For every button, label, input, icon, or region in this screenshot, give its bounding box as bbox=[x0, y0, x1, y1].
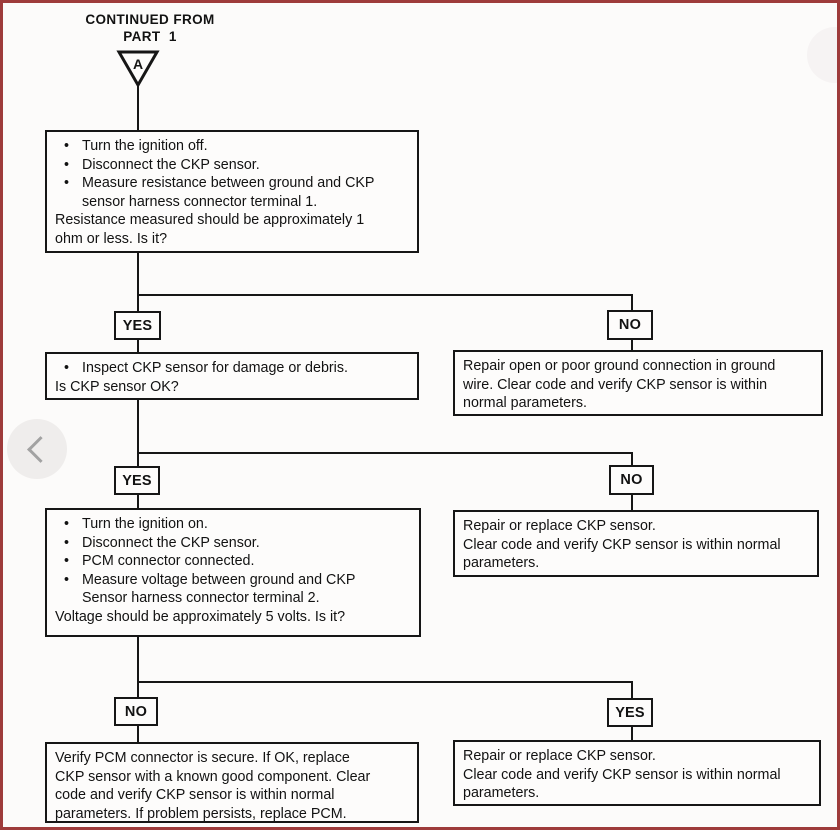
connector-a-triangle-icon: A bbox=[116, 50, 160, 89]
step1-box: • Turn the ignition off. • Disconnect th… bbox=[45, 130, 419, 253]
previous-page-button[interactable] bbox=[7, 419, 67, 479]
flow-line bbox=[137, 252, 139, 296]
step3-bullet3: • PCM connector connected. bbox=[55, 552, 411, 571]
step1-bullet1-text: Turn the ignition off. bbox=[82, 138, 208, 154]
step2-bullet1-text: Inspect CKP sensor for damage or debris. bbox=[82, 360, 348, 376]
flow-line bbox=[631, 681, 633, 700]
bullet-dot: • bbox=[64, 360, 70, 376]
step3-bullet2-text: Disconnect the CKP sensor. bbox=[82, 534, 260, 551]
bullet-dot: • bbox=[64, 175, 70, 192]
flow-line bbox=[631, 452, 633, 467]
flow-line bbox=[137, 294, 633, 296]
next-page-button-faded bbox=[807, 27, 837, 83]
decision-yes-2: YES bbox=[114, 466, 160, 495]
step3-bullet3-text: PCM connector connected. bbox=[82, 553, 255, 570]
bullet-dot: • bbox=[64, 553, 70, 570]
flow-line bbox=[137, 338, 139, 354]
flow-line bbox=[631, 294, 633, 312]
step3-bullet4: • Measure voltage between ground and CKP… bbox=[55, 571, 411, 608]
continued-from-label: CONTINUED FROM PART 1 bbox=[61, 11, 239, 45]
flow-line bbox=[137, 452, 139, 468]
step3-box: • Turn the ignition on. • Disconnect the… bbox=[45, 508, 421, 637]
flow-line bbox=[137, 83, 139, 131]
flow-line bbox=[631, 493, 633, 511]
chevron-left-icon bbox=[27, 435, 54, 463]
bullet-dot: • bbox=[64, 156, 70, 173]
step1-bullet2: • Disconnect the CKP sensor. bbox=[55, 156, 409, 175]
decision-no-2: NO bbox=[609, 465, 654, 495]
flow-line bbox=[137, 399, 139, 454]
result-no1-box: Repair open or poor ground connection in… bbox=[453, 350, 823, 416]
bullet-dot: • bbox=[64, 534, 70, 551]
step1-question: Resistance measured should be approximat… bbox=[55, 212, 365, 247]
continued-from-line2: PART 1 bbox=[123, 29, 177, 44]
step3-bullet4-text: Measure voltage between ground and CKP S… bbox=[82, 571, 356, 607]
step3-bullet1: • Turn the ignition on. bbox=[55, 515, 411, 534]
decision-no-1: NO bbox=[607, 310, 653, 340]
result-final-yes-box: Repair or replace CKP sensor. Clear code… bbox=[453, 740, 821, 806]
step2-question: Is CKP sensor OK? bbox=[55, 378, 179, 395]
decision-yes-1: YES bbox=[114, 311, 161, 340]
flow-line bbox=[137, 493, 139, 509]
flow-line bbox=[137, 452, 633, 454]
connector-a-label: A bbox=[133, 56, 143, 72]
step3-bullet2: • Disconnect the CKP sensor. bbox=[55, 534, 411, 553]
flow-line bbox=[137, 681, 139, 698]
decision-yes-3: YES bbox=[607, 698, 653, 727]
step2-box: • Inspect CKP sensor for damage or debri… bbox=[45, 352, 419, 400]
step1-bullet2-text: Disconnect the CKP sensor. bbox=[82, 156, 260, 173]
step1-bullet3-text: Measure resistance between ground and CK… bbox=[82, 175, 375, 210]
step1-bullet1: • Turn the ignition off. bbox=[55, 137, 409, 156]
step3-bullet1-text: Turn the ignition on. bbox=[82, 516, 208, 532]
step1-bullet3: • Measure resistance between ground and … bbox=[55, 174, 409, 211]
flow-line bbox=[631, 338, 633, 352]
decision-no-3: NO bbox=[114, 697, 158, 726]
flow-line bbox=[137, 294, 139, 312]
step3-question: Voltage should be approximately 5 volts.… bbox=[55, 608, 346, 625]
bullet-dot: • bbox=[64, 571, 70, 588]
bullet-dot: • bbox=[64, 138, 70, 154]
connector-a: A bbox=[115, 48, 161, 95]
continued-from-line1: CONTINUED FROM bbox=[85, 12, 215, 27]
flow-line bbox=[631, 725, 633, 741]
flow-line bbox=[137, 635, 139, 683]
bullet-dot: • bbox=[64, 516, 70, 532]
result-final-no-box: Verify PCM connector is secure. If OK, r… bbox=[45, 742, 419, 823]
result-no2-box: Repair or replace CKP sensor. Clear code… bbox=[453, 510, 819, 577]
flow-line bbox=[137, 681, 633, 683]
flow-line bbox=[137, 724, 139, 743]
step2-bullet1: • Inspect CKP sensor for damage or debri… bbox=[55, 359, 409, 378]
